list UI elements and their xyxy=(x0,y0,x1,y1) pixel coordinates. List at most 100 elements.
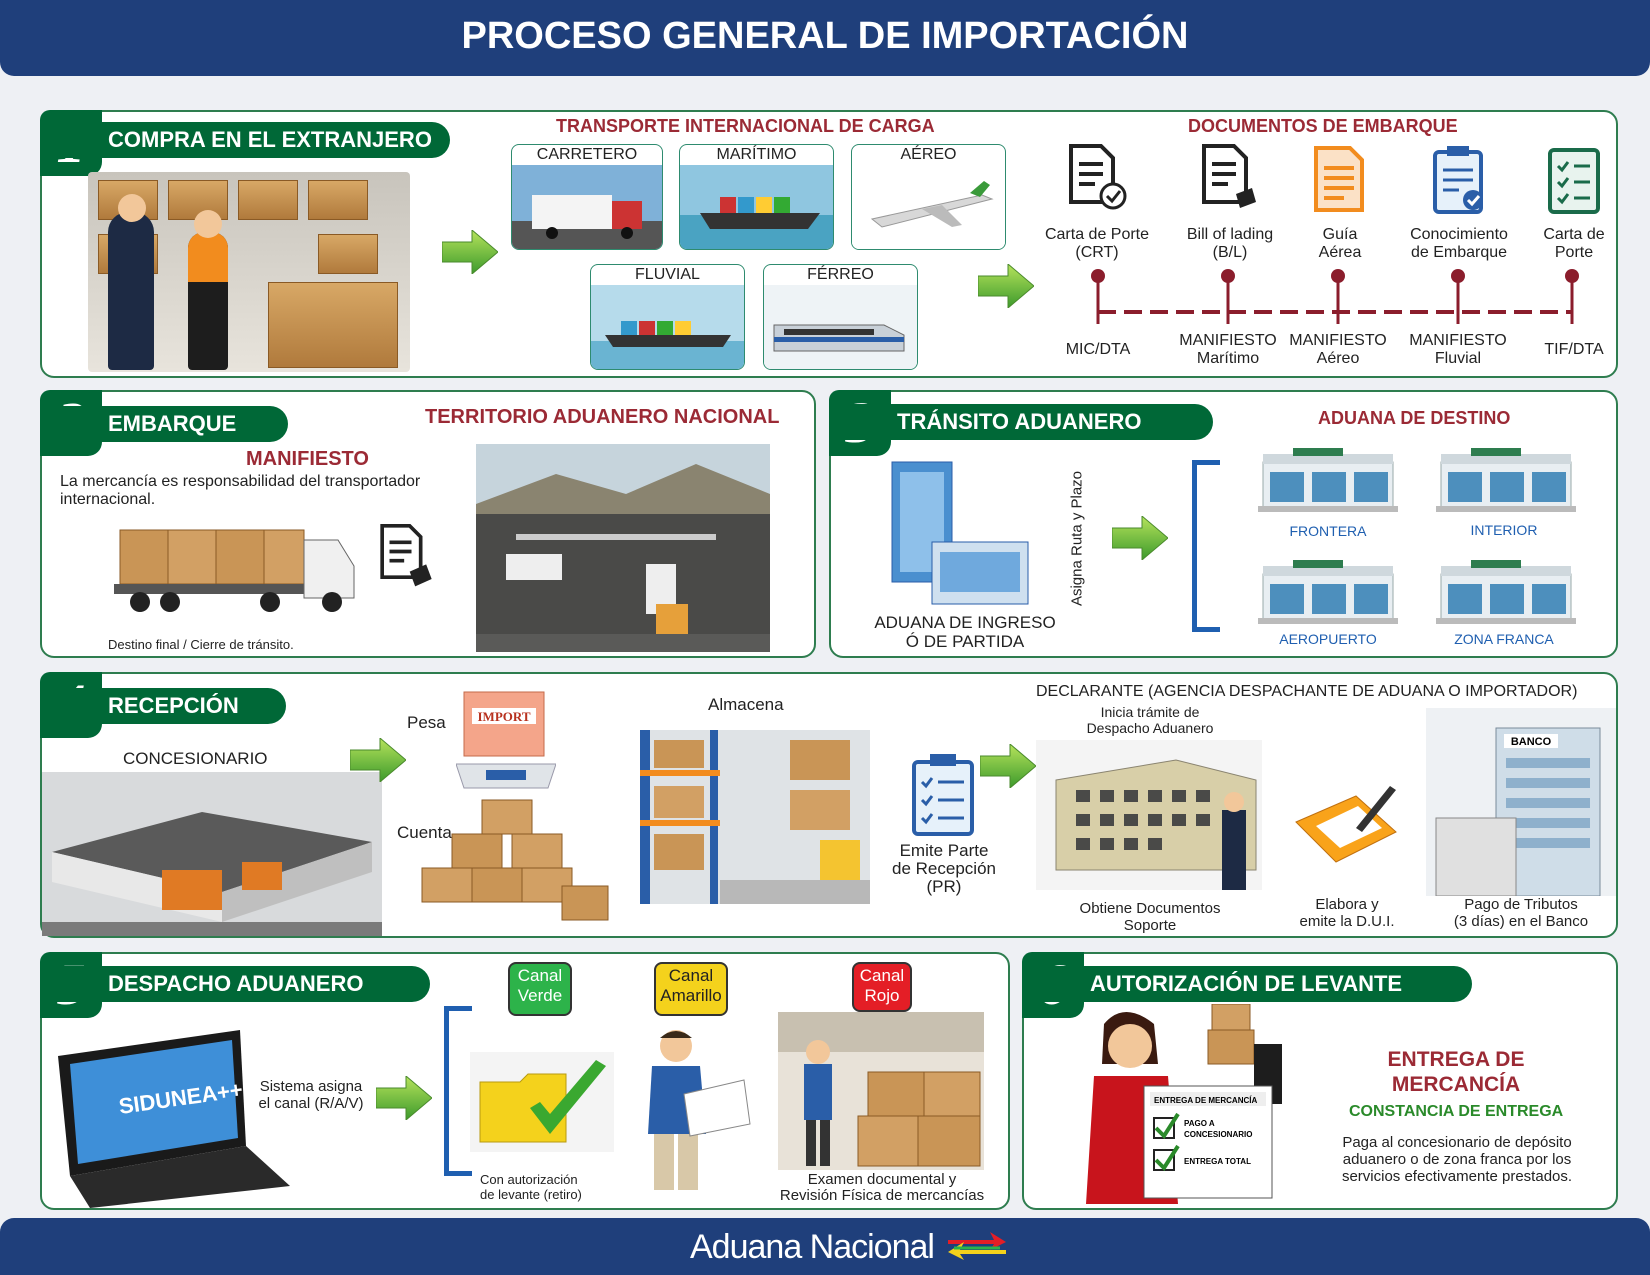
delivery-heading-l1: ENTREGA DE xyxy=(1387,1048,1525,1071)
checklist-icon xyxy=(1548,148,1600,214)
section-2-badge: EMBARQUE xyxy=(48,406,288,442)
elabora-l1: Elabora y xyxy=(1315,896,1379,913)
route-label: Asigna Ruta y Plazo xyxy=(1068,470,1086,607)
manifest-aereo-l2: Aéreo xyxy=(1316,350,1360,367)
delivery-woman-illustration: ENTREGA DE MERCANCÍA PAGO A CONCESIONARI… xyxy=(1086,1004,1282,1204)
entry-office-l2: Ó DE PARTIDA xyxy=(905,632,1025,651)
delivery-heading: ENTREGA DE MERCANCÍA xyxy=(1356,1047,1556,1097)
footer-logo-text: Aduana Nacional xyxy=(690,1228,935,1266)
pr-label-l2: de Recepción xyxy=(892,859,996,878)
elabora-l2: emite la D.U.I. xyxy=(1299,913,1395,930)
pr-label-l1: Emite Parte xyxy=(899,841,989,860)
ship-icon xyxy=(680,165,833,249)
doc-crt-bottom: (CRT) xyxy=(1075,244,1119,261)
airplane-icon xyxy=(852,165,1005,249)
channels-bracket xyxy=(444,1006,472,1176)
doc-bl: Bill of lading (B/L) xyxy=(1170,144,1290,262)
assign-l1: Sistema asigna xyxy=(259,1078,363,1095)
channel-red-l2: Rojo xyxy=(864,986,900,1005)
interior-label: INTERIOR xyxy=(1470,522,1538,538)
arrow-icon xyxy=(1112,516,1168,560)
frontera-label: FRONTERA xyxy=(1289,523,1367,539)
document-check-icon xyxy=(1069,144,1127,210)
manifest-desc-l1: La mercancía es responsabilidad del tran… xyxy=(60,473,421,490)
channel-red-chip: Canal Rojo xyxy=(852,962,912,1012)
doc-air-bottom: Aérea xyxy=(1318,244,1362,261)
channel-green-l1: Canal xyxy=(517,966,563,985)
weighing-scale-icon: IMPORT xyxy=(456,691,556,789)
obtiene-label: Obtiene Documentos Soporte xyxy=(1060,900,1240,934)
transport-river-label: FLUVIAL xyxy=(635,266,700,283)
page-title: PROCESO GENERAL DE IMPORTACIÓN xyxy=(0,0,1650,76)
doc-bl-top: Bill of lading xyxy=(1186,226,1274,243)
channel-yellow-l1: Canal xyxy=(668,966,714,985)
manifest-desc-l2: internacional. xyxy=(60,491,156,508)
payment-note: Paga al concesionario de depósito aduane… xyxy=(1322,1134,1592,1185)
bank-building-image: BANCO xyxy=(1426,708,1616,896)
docs-timeline xyxy=(1091,269,1579,324)
pago-l2: (3 días) en el Banco xyxy=(1453,913,1589,930)
concesionario-label: CONCESIONARIO xyxy=(123,749,268,768)
channel-yellow-l2: Amarillo xyxy=(660,986,722,1005)
interior-building-icon xyxy=(1436,447,1576,513)
inicia-l1: Inicia trámite de xyxy=(1100,704,1200,720)
truck-icon xyxy=(512,165,662,249)
frontera-building-icon xyxy=(1258,447,1398,513)
box-stack-image xyxy=(421,799,609,921)
arrow-icon xyxy=(442,230,498,274)
arrow-icon xyxy=(978,264,1034,308)
pr-label-l3: (PR) xyxy=(926,877,962,896)
transport-air-label: AÉREO xyxy=(900,146,957,163)
declarante-label: DECLARANTE (AGENCIA DESPACHANTE DE ADUAN… xyxy=(1036,683,1578,700)
doc-cp-top: Carta de xyxy=(1543,226,1605,243)
train-icon xyxy=(764,285,917,369)
transport-road-label: CARRETERO xyxy=(536,146,638,163)
obtiene-l1: Obtiene Documentos xyxy=(1079,900,1221,917)
doc-cp-bottom: Porte xyxy=(1554,244,1594,261)
customs-office-building-icon xyxy=(891,461,1029,605)
doc-air: Guía Aérea xyxy=(1290,144,1390,262)
payment-note-l2: aduanero o de zona franca por los xyxy=(1342,1151,1572,1168)
pr-label: Emite Parte de Recepción (PR) xyxy=(882,842,1006,896)
businessman-figure xyxy=(108,212,154,370)
doc-crt-top: Carta de Porte xyxy=(1044,226,1150,243)
flatbed-truck-image xyxy=(114,529,355,612)
logo-arrows-icon xyxy=(948,1232,1006,1260)
transport-sea: MARÍTIMO xyxy=(679,144,834,250)
concesionario-warehouse-image xyxy=(42,772,382,936)
transport-sea-label: MARÍTIMO xyxy=(716,146,797,163)
document-hand-icon xyxy=(1202,144,1256,208)
laptop-sidunea-image: SIDUNEA++ xyxy=(58,1030,290,1208)
pago-label: Pago de Tributos (3 días) en el Banco xyxy=(1436,896,1606,930)
manifest-maritimo-l2: Marítimo xyxy=(1196,350,1260,367)
delivery-heading-l2: MERCANCÍA xyxy=(1391,1073,1521,1096)
aeropuerto-label: AEROPUERTO xyxy=(1279,631,1377,647)
inicia-label: Inicia trámite de Despacho Aduanero xyxy=(1060,704,1240,736)
card-item-1b: CONCESIONARIO xyxy=(1184,1130,1252,1139)
transport-air: AÉREO xyxy=(851,144,1006,250)
destination-note: Destino final / Cierre de tránsito. xyxy=(108,637,294,652)
obtiene-l2: Soporte xyxy=(1123,917,1177,934)
manifest-tif: TIF/DTA xyxy=(1544,341,1604,358)
doc-air-top: Guía xyxy=(1322,226,1358,243)
section-6-badge: AUTORIZACIÓN DE LEVANTE xyxy=(1030,966,1472,1002)
green-note-l2: de levante (retiro) xyxy=(480,1187,582,1202)
red-note-l2: Revisión Física de mercancías xyxy=(779,1187,985,1204)
channel-red-l1: Canal xyxy=(859,966,905,985)
clipboard-checklist-icon xyxy=(912,754,974,836)
warehouse-shelves-image xyxy=(640,730,870,904)
section-1-badge: COMPRA EN EL EXTRANJERO xyxy=(48,122,450,158)
manifest-description: La mercancía es responsabilidad del tran… xyxy=(60,473,420,509)
card-item-1: PAGO A xyxy=(1184,1119,1215,1128)
manifest-fluvial-l2: Fluvial xyxy=(1434,350,1482,367)
clipboard-check-icon xyxy=(1433,146,1483,214)
transport-title: TRANSPORTE INTERNACIONAL DE CARGA xyxy=(556,116,935,136)
inicia-l2: Despacho Aduanero xyxy=(1086,720,1214,736)
doc-ce: Conocimiento de Embarque xyxy=(1392,144,1526,262)
section-4-badge: RECEPCIÓN xyxy=(48,688,286,724)
inspector-figure xyxy=(648,1030,751,1190)
almacena-label: Almacena xyxy=(708,695,784,714)
folder-check-icon xyxy=(470,1052,614,1152)
doc-ce-top: Conocimiento xyxy=(1410,226,1508,243)
customs-yard-image xyxy=(476,444,770,652)
